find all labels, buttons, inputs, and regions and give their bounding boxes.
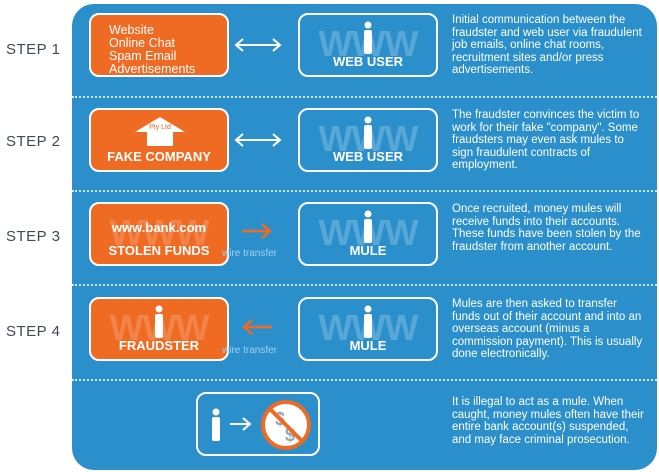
bank-url: www.bank.com (111, 220, 207, 235)
stolen-funds-box: WWW www.bank.com STOLEN FUNDS (89, 202, 229, 266)
step-2-label: STEP 2 (6, 133, 61, 150)
stolen-funds-label: STOLEN FUNDS (108, 243, 210, 258)
web-user-box: WWW WEB USER (298, 108, 438, 172)
building-icon: Pty Ltd (135, 117, 185, 146)
step-4-label: STEP 4 (6, 323, 61, 340)
step-1-description: Initial communication between the frauds… (452, 14, 642, 77)
no-dollar-icon: $ $ (261, 400, 311, 450)
mule-box: WWW MULE (298, 297, 438, 361)
right-arrow-icon (230, 417, 252, 431)
double-arrow-icon (234, 38, 282, 52)
pty-ltd-tag: Pty Ltd (149, 124, 171, 131)
divider (72, 379, 657, 381)
double-arrow-icon (234, 133, 282, 147)
fake-company-label: FAKE COMPANY (107, 149, 211, 164)
channel-item: Advertisements (109, 62, 196, 76)
mule-label: MULE (349, 338, 387, 353)
person-icon (155, 305, 163, 338)
channels-list: Website Online Chat Spam Email Advertise… (109, 24, 195, 76)
web-user-label: WEB USER (332, 149, 404, 164)
divider (72, 190, 657, 192)
right-arrow-icon (242, 223, 272, 239)
person-icon (364, 305, 372, 338)
no-money-box: $ $ (196, 392, 320, 456)
step-1-channels-box: Website Online Chat Spam Email Advertise… (89, 13, 229, 77)
svg-text:$: $ (285, 425, 295, 445)
divider (72, 96, 657, 98)
step-2-description: The fraudster convinces the victim to wo… (452, 109, 640, 172)
fake-company-box: Pty Ltd FAKE COMPANY (89, 108, 229, 172)
wire-transfer-label: wire transfer (222, 345, 278, 356)
channel-item: Spam Email (109, 49, 177, 63)
person-icon (364, 116, 372, 149)
wire-transfer-label: wire transfer (222, 248, 278, 259)
web-user-box: WWW WEB USER (298, 13, 438, 77)
person-icon (364, 21, 372, 54)
final-description: It is illegal to act as a mule. When cau… (452, 396, 644, 446)
mule-box: WWW MULE (298, 202, 438, 266)
fraudster-label: FRAUDSTER (118, 338, 200, 353)
step-3-label: STEP 3 (6, 228, 61, 245)
web-user-label: WEB USER (332, 54, 404, 69)
mule-label: MULE (349, 243, 387, 258)
divider (72, 284, 657, 286)
person-icon (212, 408, 220, 441)
left-arrow-icon (242, 319, 272, 335)
channel-item: Online Chat (109, 36, 176, 50)
step-3-description: Once recruited, money mules will receive… (452, 203, 641, 253)
person-icon (364, 210, 372, 243)
step-4-description: Mules are then asked to transfer funds o… (452, 298, 643, 361)
step-1-label: STEP 1 (6, 41, 61, 58)
fraudster-box: WWW FRAUDSTER (89, 297, 229, 361)
channel-item: Website (109, 23, 154, 37)
www-watermark: WWW (109, 212, 210, 253)
